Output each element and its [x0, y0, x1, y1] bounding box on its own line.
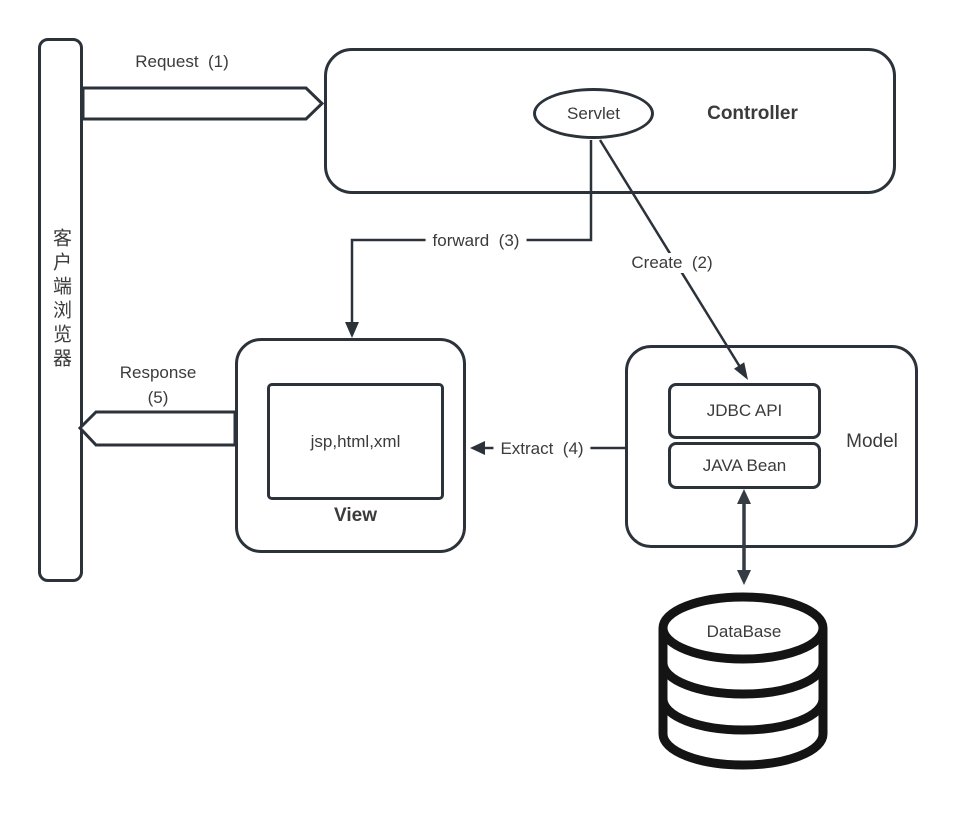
client-browser-bar: [38, 38, 83, 582]
response-arrow: [77, 410, 237, 447]
servlet-ellipse: Servlet: [533, 88, 654, 139]
bean-database-arrowhead-down: [737, 570, 751, 585]
jdbc-api-box: JDBC API: [668, 383, 821, 439]
forward-arrowhead: [345, 322, 359, 338]
jdbc-api-label: JDBC API: [706, 401, 783, 420]
servlet-label: Servlet: [567, 103, 620, 123]
bean-database-arrowhead-up: [737, 489, 751, 504]
model-title: Model: [846, 431, 898, 452]
forward-flow-label: forward (3): [425, 231, 527, 251]
response-flow-step-number: (5): [147, 388, 169, 407]
extract-arrowhead: [470, 441, 485, 455]
client-browser-label: 客户端浏览器: [50, 228, 71, 372]
extract-flow-label: Extract (4): [493, 439, 591, 459]
view-title: View: [334, 505, 377, 526]
response-flow-label-text: Response: [119, 363, 197, 382]
view-content-box: jsp,html,xml: [267, 383, 444, 500]
create-arrowhead: [734, 362, 748, 380]
java-bean-box: JAVA Bean: [668, 442, 821, 489]
view-content-label: jsp,html,xml: [310, 431, 401, 451]
request-arrow: [81, 86, 325, 121]
database-cylinder-icon: [658, 592, 828, 770]
java-bean-label: JAVA Bean: [702, 455, 787, 475]
client-browser-label-wrap: 客户端浏览器: [38, 228, 83, 398]
response-flow-label: Response (5): [93, 360, 223, 410]
controller-title: Controller: [707, 103, 798, 124]
database-label: DataBase: [706, 622, 782, 641]
create-flow-label: Create (2): [624, 253, 720, 273]
request-flow-label: Request (1): [135, 52, 229, 71]
